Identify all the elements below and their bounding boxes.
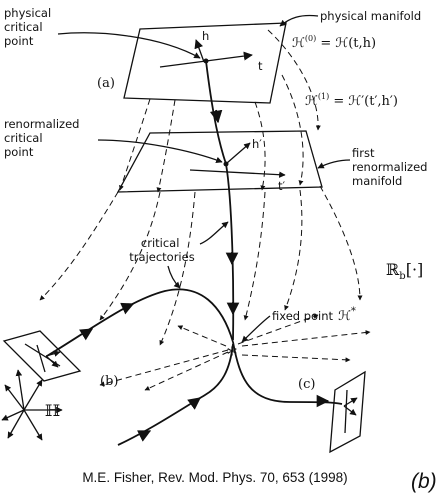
- critical-trajectory-c: [232, 341, 343, 405]
- fp-flow-right-3: [237, 314, 319, 345]
- critical-trajectories-label: critical trajectories: [129, 236, 194, 264]
- manifold-b-out-2: [45, 355, 59, 368]
- first-renormalized-manifold-label: first renormalized manifold: [352, 146, 431, 188]
- hamiltonian-axes: [1, 369, 63, 441]
- flow-dashed-3: [254, 101, 266, 191]
- traj-b-arrow-1: [79, 328, 94, 341]
- h0-equation: ℋ(0) = ℋ(t,h): [292, 34, 376, 51]
- flow-dashed-4: [281, 74, 304, 186]
- physical-manifold-label: physical manifold: [320, 9, 421, 23]
- critical-trajectory-main: [205, 60, 235, 341]
- manifold-c-plane: [329, 370, 366, 454]
- flow-dashed-11: [319, 185, 363, 301]
- critical-trajectories-pointer-2: [167, 265, 181, 289]
- fp-flow-right-1: [241, 330, 371, 347]
- manifold-c-axis: [344, 389, 348, 434]
- critical-trajectory-lower: [117, 343, 234, 446]
- fp-flow-right-2: [241, 354, 351, 363]
- flow-dashed-5: [267, 29, 321, 131]
- fixed-point-pointer: [241, 315, 271, 343]
- renormalized-critical-point-pointer: [97, 139, 223, 163]
- h-prime-label: h′: [252, 137, 262, 151]
- flow-dashed-2: [156, 99, 176, 193]
- citation-caption: M.E. Fisher, Rev. Mod. Phys. 70, 653 (19…: [82, 470, 348, 485]
- renormalized-critical-point-label: renormalized critical point: [4, 117, 83, 159]
- region-b-label: (b): [100, 374, 118, 389]
- hamiltonian-space-label: ℍ: [45, 401, 60, 420]
- manifold-b-out-1: [45, 350, 61, 357]
- panel-label: (b): [411, 470, 437, 493]
- critical-trajectory-b: [46, 288, 234, 357]
- traj-lower-arrow-2: [187, 397, 202, 410]
- region-c-label: (c): [298, 377, 315, 392]
- manifold-c-out-2: [343, 405, 357, 416]
- rg-operator: ℝb[·]: [386, 260, 423, 282]
- t-label: t: [258, 59, 263, 73]
- h-prime-axis: [226, 142, 251, 164]
- traj-lower-arrow-1: [137, 430, 152, 442]
- flow-dashed-8: [159, 191, 196, 346]
- manifold-b-axis-2: [36, 344, 46, 373]
- h-label: h: [202, 29, 209, 43]
- physical-manifold-plane: [123, 22, 287, 104]
- flow-dashed-6: [39, 191, 119, 301]
- traj-arrow-1: [209, 109, 223, 124]
- critical-trajectories-pointer-1: [199, 221, 229, 245]
- fp-flow-left-2: [144, 351, 229, 391]
- h1-equation: ℋ(1) = ℋ′(t′,h′): [305, 92, 398, 109]
- renormalized-manifold-plane: [116, 130, 323, 193]
- physical-manifold-pointer: [279, 14, 319, 27]
- region-a-label: (a): [97, 76, 115, 91]
- flow-dashed-1: [119, 98, 151, 191]
- h-axis: [194, 39, 205, 63]
- t-prime-axis: [189, 169, 286, 178]
- flow-dashed-9: [243, 191, 266, 321]
- manifold-b-plane: [2, 330, 82, 382]
- first-renormalized-manifold-pointer: [317, 159, 351, 169]
- flow-dashed-10: [284, 189, 303, 311]
- physical-critical-point-pointer: [57, 32, 201, 59]
- t-prime-label: t′: [278, 179, 286, 193]
- manifold-c-out-1: [343, 397, 358, 407]
- flow-dashed-7: [99, 191, 161, 321]
- physical-critical-point-label: physical critical point: [4, 6, 55, 48]
- fp-flow-left-1: [99, 349, 229, 387]
- traj-b-arrow-2: [120, 302, 135, 315]
- fp-flow-left-3: [177, 325, 227, 347]
